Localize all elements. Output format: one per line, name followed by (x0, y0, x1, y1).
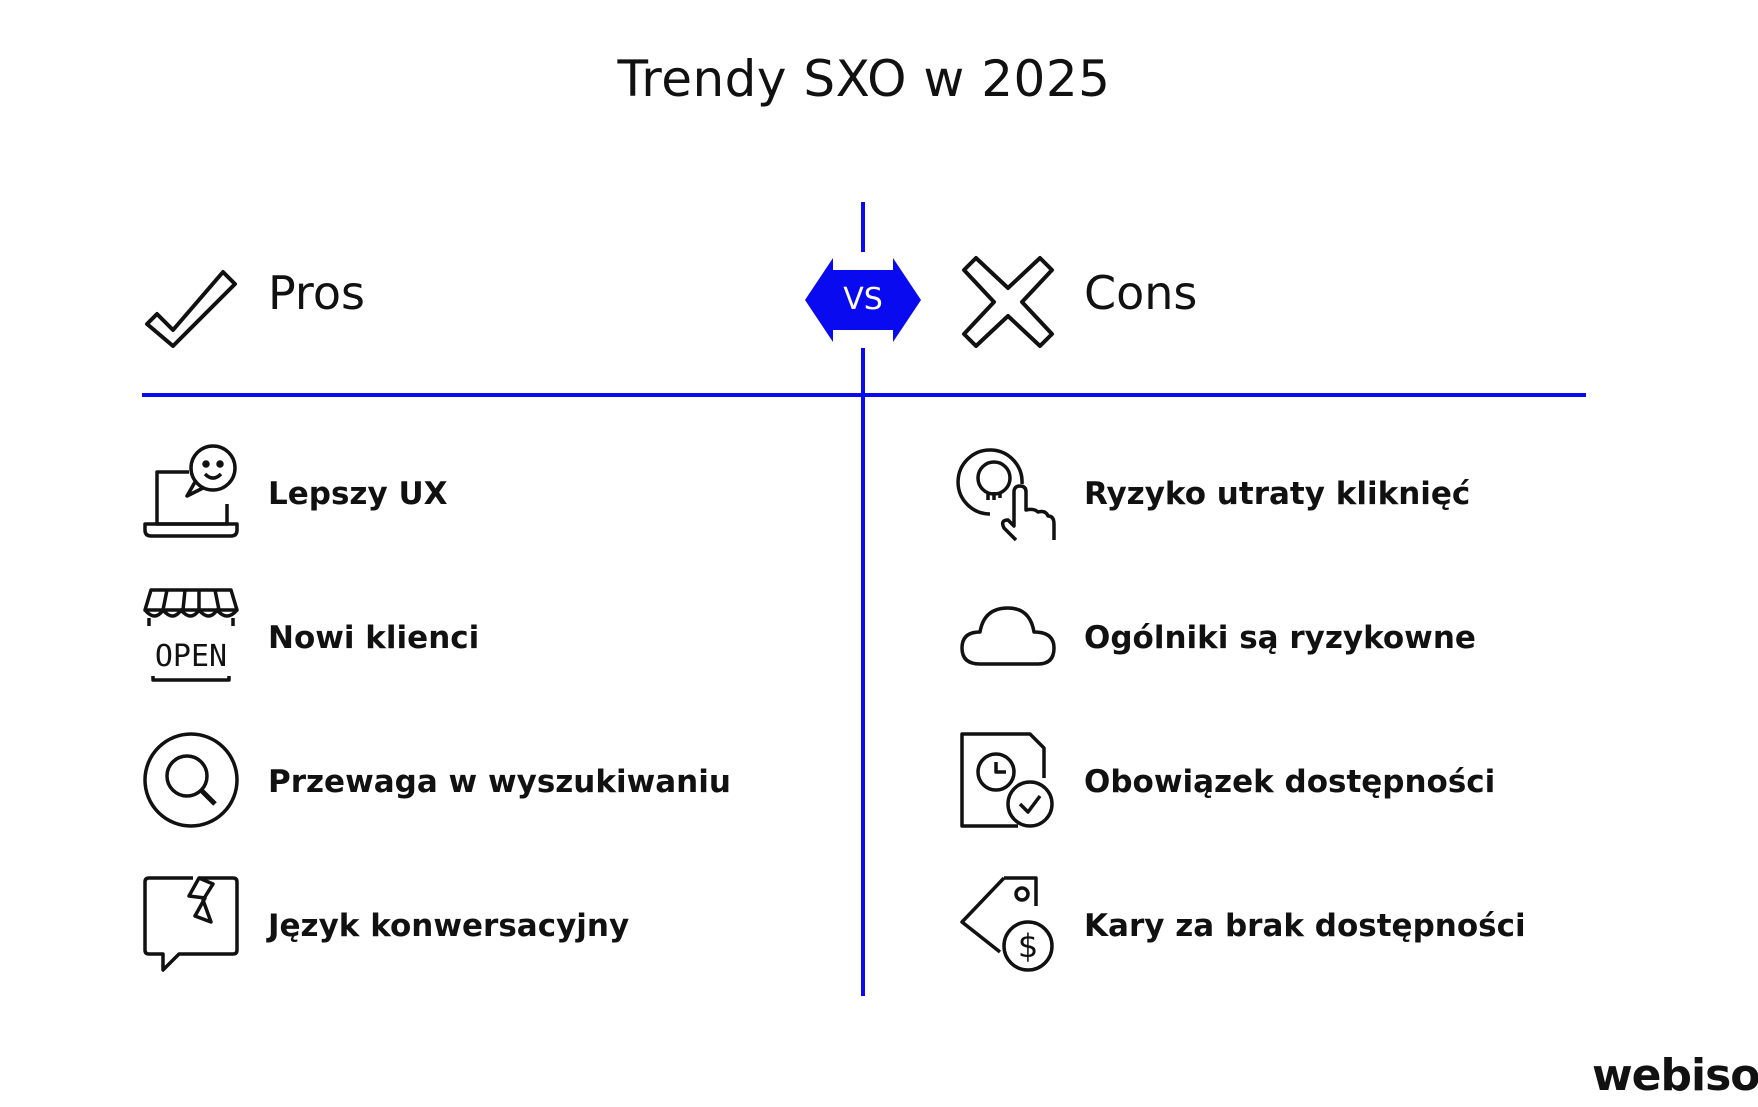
pros-item-label: Przewaga w wyszukiwaniu (268, 764, 731, 800)
divider-horizontal (142, 393, 1586, 397)
divider-vertical-top (861, 202, 865, 252)
price-tag-dollar-icon: $ (960, 876, 1054, 972)
x-mark-icon (962, 256, 1054, 348)
checkmark-icon (145, 270, 237, 348)
cons-heading: Cons (1084, 266, 1198, 320)
svg-text:OPEN: OPEN (155, 639, 227, 674)
page-title: Trendy SXO w 2025 (617, 50, 1111, 108)
pros-item-label: Lepszy UX (268, 476, 448, 512)
vs-label: VS (843, 282, 883, 317)
webiso-logo: webiso (1592, 1050, 1758, 1101)
pros-item-label: Język konwersacyjny (268, 908, 630, 944)
vs-badge-shape (805, 258, 921, 342)
broken-speech-bubble-icon (143, 876, 239, 972)
pros-heading: Pros (268, 266, 365, 320)
click-skull-icon (956, 448, 1056, 542)
pros-item-label: Nowi klienci (268, 620, 480, 656)
cons-item-label: Ogólniki są ryzykowne (1084, 620, 1476, 656)
svg-text:$: $ (1018, 927, 1038, 965)
cloud-icon (960, 606, 1056, 666)
divider-vertical (861, 348, 865, 996)
cons-item-label: Ryzyko utraty kliknięć (1084, 476, 1471, 512)
cons-item-label: Obowiązek dostępności (1084, 764, 1496, 800)
open-store-icon: OPEN (143, 588, 239, 682)
search-icon (143, 732, 239, 828)
laptop-chat-icon (143, 444, 239, 538)
document-clock-check-icon (960, 732, 1054, 828)
cons-item-label: Kary za brak dostępności (1084, 908, 1526, 944)
